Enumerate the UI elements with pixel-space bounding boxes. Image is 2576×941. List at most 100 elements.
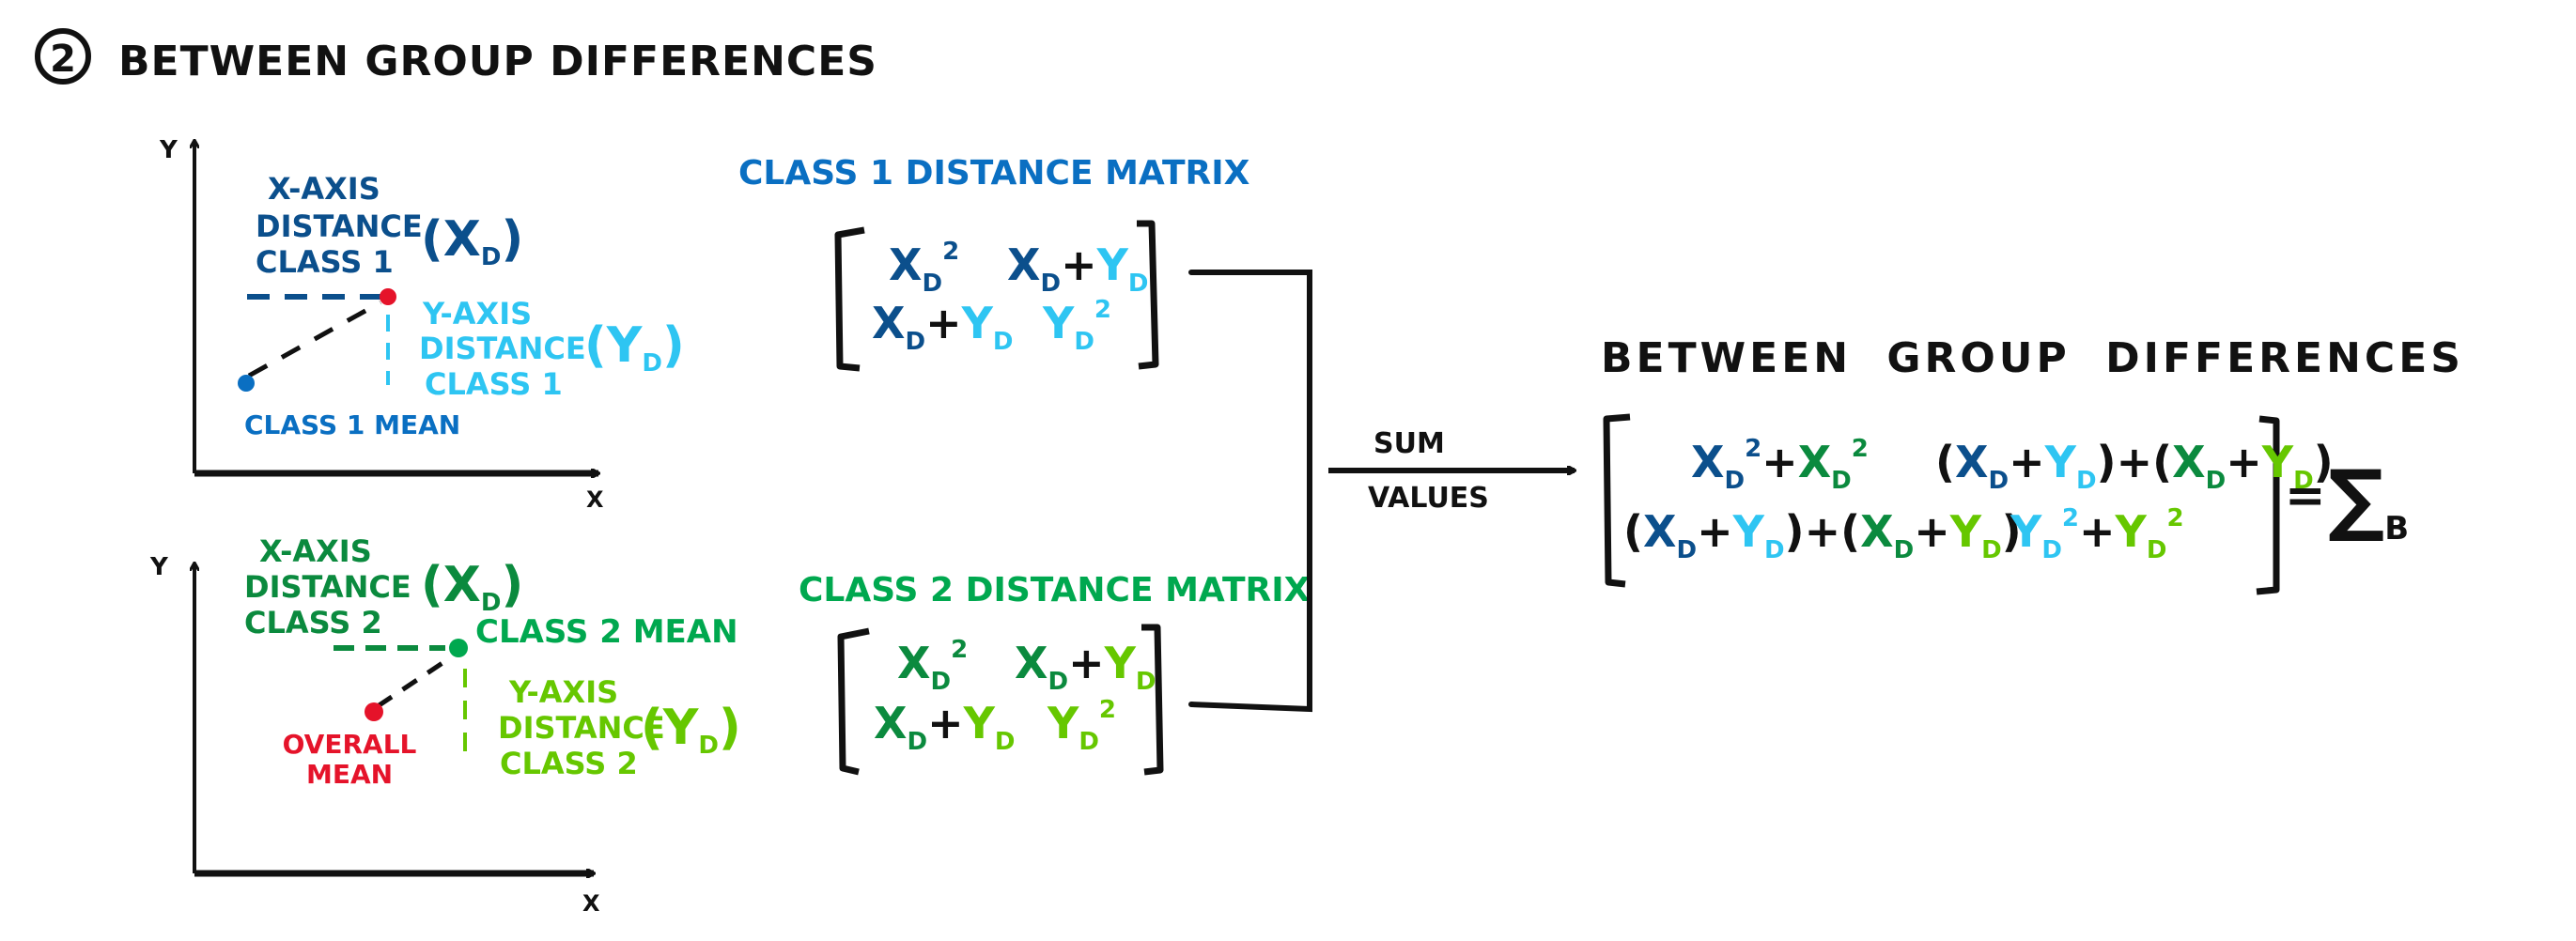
plus-operator: + (2117, 437, 2153, 487)
matrix-cell: YD2 (1042, 296, 1111, 356)
x-distance-line3: CLASS 1 (256, 244, 394, 280)
variable: X (1860, 506, 1893, 557)
x-distance-label: X-AXIS DISTANCE CLASS 1 (XD) (256, 171, 523, 280)
class2-mean-point (449, 639, 468, 657)
between-group-result: BETWEEN GROUP DIFFERENCES XD2+XD2 (XD+YD… (1601, 334, 2460, 595)
class2-matrix-title: CLASS 2 DISTANCE MATRIX (799, 571, 1311, 609)
y-distance-label: Y-AXIS DISTANCE CLASS 1 (YD) (419, 296, 685, 402)
matrix-connector (1188, 270, 1312, 713)
parenthesis: ( (1840, 506, 1860, 557)
x-distance-line3: CLASS 2 (244, 605, 382, 640)
variable: Y (1949, 506, 1982, 557)
values-label: VALUES (1368, 482, 1489, 515)
x-d-symbol: (XD) (421, 211, 523, 271)
superscript: 2 (2062, 504, 2079, 532)
sum-values-arrow: SUM VALUES (1328, 427, 1575, 515)
subscript: D (1079, 728, 1099, 756)
connector-line (1188, 270, 1312, 713)
x-axis-label: X (586, 486, 604, 513)
y-distance-line2: DISTANCE (498, 710, 665, 746)
matrix-cell: XD2 (889, 238, 959, 298)
variable: X (2172, 437, 2205, 487)
matrix-cell: YD2+YD2 (2010, 504, 2184, 564)
x-axis-label: X (582, 890, 600, 917)
superscript: 2 (1745, 435, 1761, 463)
parenthesis: ( (1623, 506, 1643, 557)
subscript: D (1040, 270, 1061, 298)
matrix-cell: XD+YD (1015, 638, 1156, 696)
y-axis-label: Y (149, 553, 169, 581)
y-axis-label: Y (159, 136, 178, 164)
subscript: D (1981, 536, 2002, 564)
step-number: 2 (50, 38, 76, 81)
header: 2 BETWEEN GROUP DIFFERENCES (35, 28, 877, 85)
variable: Y (2044, 437, 2077, 487)
y-distance-line3: CLASS 2 (500, 746, 638, 781)
parenthesis: ) (2314, 437, 2334, 487)
overall-mean-line2: MEAN (306, 759, 393, 790)
subscript: D (2206, 467, 2227, 495)
matrix-cell: XD+YD (874, 698, 1016, 756)
variable: X (897, 638, 930, 688)
variable: Y (1096, 239, 1129, 290)
variable: Y (961, 298, 994, 348)
plus-operator: + (1068, 638, 1105, 688)
x-distance-label: X-AXIS DISTANCE CLASS 2 (XD) (244, 533, 523, 640)
subscript: D (2147, 536, 2167, 564)
variable: Y (963, 698, 996, 748)
subscript: D (2293, 467, 2314, 495)
subscript: D (1724, 467, 1745, 495)
overall-mean-point (380, 288, 396, 305)
variable: X (872, 298, 905, 348)
superscript: 2 (2166, 504, 2183, 532)
variable: Y (1732, 506, 1765, 557)
subscript: D (1831, 467, 1852, 495)
y-distance-label: Y-AXIS DISTANCE CLASS 2 (YD) (498, 674, 741, 781)
y-d-symbol: (YD) (641, 700, 741, 760)
overall-mean-line1: OVERALL (283, 729, 417, 760)
mean-connector-dashed-line (376, 655, 453, 709)
variable: Y (1047, 698, 1079, 748)
subscript: D (1764, 536, 1785, 564)
right-bracket (2256, 415, 2280, 595)
y-distance-line1: Y-AXIS (508, 674, 618, 710)
variable: Y (2115, 506, 2148, 557)
class2-plot: Y X X-AXIS DISTANCE CLASS 2 (XD) CLASS 2… (149, 533, 741, 917)
matrix-cell: XD2 (897, 636, 968, 696)
x-distance-line1: X-AXIS (268, 171, 380, 207)
parenthesis: ) (2002, 506, 2022, 557)
matrix-cell: YD2 (1047, 696, 1116, 756)
variable: X (1007, 239, 1040, 290)
subscript: D (1136, 668, 1156, 696)
variable: Y (2261, 437, 2294, 487)
variable: X (1955, 437, 1988, 487)
sum-label: SUM (1373, 427, 1445, 460)
subscript: D (1989, 467, 2010, 495)
subscript: D (2076, 467, 2097, 495)
class2-distance-matrix: CLASS 2 DISTANCE MATRIX XD2 XD+YD XD+YD … (799, 571, 1311, 776)
subscript: D (2041, 536, 2062, 564)
subscript: D (922, 270, 942, 298)
parenthesis: ( (2152, 437, 2172, 487)
plus-operator: + (1914, 506, 1950, 557)
matrix-cell: (XD+YD)+(XD+YD) (1935, 437, 2334, 495)
left-bracket (1603, 413, 1631, 588)
x-d-symbol: (XD) (421, 557, 523, 617)
variable: X (1015, 638, 1047, 688)
variable: X (1643, 506, 1676, 557)
matrix-cell: (XD+YD)+(XD+YD) (1623, 506, 2022, 564)
subscript: D (1128, 270, 1149, 298)
parenthesis: ) (1785, 506, 1805, 557)
plus-operator: + (1805, 506, 1841, 557)
superscript: 2 (942, 238, 959, 266)
plus-operator: + (1061, 239, 1097, 290)
overall-mean-label: OVERALL MEAN (283, 729, 417, 790)
subscript: D (905, 328, 925, 356)
parenthesis: ( (1935, 437, 1955, 487)
plus-operator: + (1761, 437, 1798, 487)
matrix-cell: XD2+XD2 (1691, 435, 1869, 495)
variable: X (889, 239, 922, 290)
subscript: D (1894, 536, 1915, 564)
plus-operator: + (2226, 437, 2262, 487)
